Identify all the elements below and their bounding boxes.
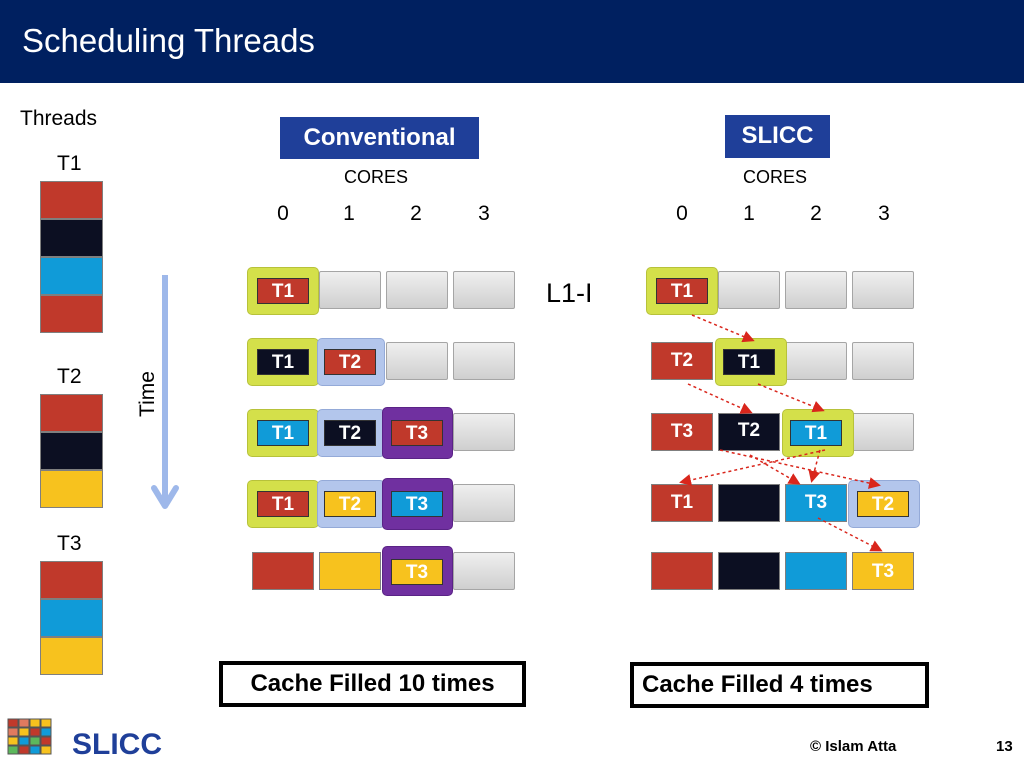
conventional-slot-cache-yellow <box>319 552 381 590</box>
conventional-core-0: 0 <box>277 202 289 225</box>
conventional-chip: T3 <box>391 491 443 517</box>
thread-t1-bar <box>40 181 103 333</box>
slide-title: Scheduling Threads <box>22 22 315 59</box>
slicc-chip: T1 <box>790 420 842 446</box>
slicc-chip: T2 <box>857 491 909 517</box>
slicc-badge: SLICC <box>725 115 830 158</box>
slicc-chip: T1 <box>656 490 708 516</box>
l1-i-label: L1-I <box>546 278 593 308</box>
slicc-slot-empty <box>785 342 847 380</box>
slicc-core-0: 0 <box>676 202 688 225</box>
slicc-core-2: 2 <box>810 202 822 225</box>
conventional-slot-empty <box>453 484 515 522</box>
time-arrow-icon <box>151 275 179 509</box>
conventional-slot-empty <box>386 271 448 309</box>
slicc-result: Cache Filled 4 times <box>630 662 929 708</box>
slicc-slot-empty <box>718 271 780 309</box>
slicc-slot-empty <box>785 271 847 309</box>
conventional-chip: T3 <box>391 420 443 446</box>
copyright: © Islam Atta <box>810 738 897 755</box>
title-bar: Scheduling Threads <box>0 0 1024 83</box>
thread-t3-label: T3 <box>57 532 82 555</box>
thread-t1-label: T1 <box>57 152 82 175</box>
conventional-slot-cache-red <box>252 552 314 590</box>
thread-t2-bar <box>40 394 103 508</box>
slicc-chip: T1 <box>723 349 775 375</box>
slicc-slot-cache-black <box>718 552 780 590</box>
conventional-core-1: 1 <box>343 202 355 225</box>
conventional-chip: T2 <box>324 420 376 446</box>
conventional-chip: T2 <box>324 349 376 375</box>
slicc-slot-empty <box>852 271 914 309</box>
slicc-cores-label: CORES <box>743 167 808 187</box>
page-number: 13 <box>996 738 1013 755</box>
slicc-chip: T3 <box>857 559 909 585</box>
thread-t2-label: T2 <box>57 365 82 388</box>
slicc-chip: T1 <box>656 278 708 304</box>
conventional-core-2: 2 <box>410 202 422 225</box>
conventional-chip: T3 <box>391 559 443 585</box>
conventional-slot-empty <box>453 271 515 309</box>
conventional-slot-empty <box>319 271 381 309</box>
slicc-chip: T3 <box>656 419 708 445</box>
conventional-slot-empty <box>453 552 515 590</box>
conventional-slot-empty <box>453 413 515 451</box>
slicc-slot-cache-red <box>651 552 713 590</box>
slicc-slot-cache-blue <box>785 552 847 590</box>
slicc-grid-logo-icon <box>7 718 52 755</box>
conventional-result: Cache Filled 10 times <box>219 661 526 707</box>
slicc-slot-cache-black <box>718 484 780 522</box>
slicc-logo-text: SLICC <box>72 728 162 761</box>
conventional-slot-empty <box>386 342 448 380</box>
time-label: Time <box>136 371 159 417</box>
thread-t3-bar <box>40 561 103 675</box>
conventional-chip: T1 <box>257 278 309 304</box>
conventional-cores-label: CORES <box>344 167 409 187</box>
migration-arrows-icon <box>679 314 883 552</box>
slicc-chip: T2 <box>723 418 775 444</box>
conventional-core-3: 3 <box>478 202 490 225</box>
slicc-core-1: 1 <box>743 202 755 225</box>
slicc-core-3: 3 <box>878 202 890 225</box>
conventional-badge: Conventional <box>280 117 479 159</box>
slicc-chip: T2 <box>656 348 708 374</box>
conventional-slot-empty <box>453 342 515 380</box>
conventional-chip: T1 <box>257 420 309 446</box>
conventional-chip: T1 <box>257 491 309 517</box>
conventional-chip: T2 <box>324 491 376 517</box>
slicc-chip: T3 <box>790 490 842 516</box>
conventional-chip: T1 <box>257 349 309 375</box>
threads-heading: Threads <box>20 107 98 130</box>
slicc-slot-empty <box>852 342 914 380</box>
